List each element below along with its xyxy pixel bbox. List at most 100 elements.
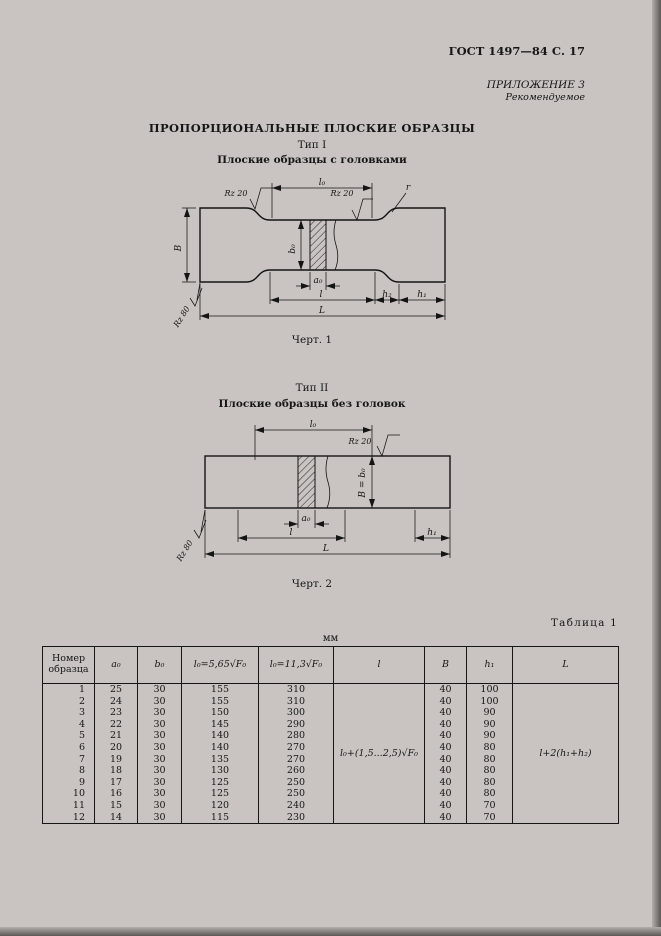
table-cell: 30 bbox=[137, 741, 182, 754]
break-line bbox=[325, 455, 331, 509]
table-cell: 30 bbox=[137, 765, 182, 777]
dimension-lines bbox=[182, 183, 446, 320]
col-header-l: l bbox=[333, 646, 425, 684]
dimension-lines bbox=[193, 425, 451, 558]
table-cell: 40 bbox=[424, 788, 467, 800]
col-header-h1: h₁ bbox=[466, 646, 513, 684]
roughness-rz80-label: Rz 80 bbox=[171, 305, 191, 330]
break-line bbox=[333, 219, 339, 271]
table-cell: 100 bbox=[466, 695, 513, 708]
table-cell: 40 bbox=[424, 765, 467, 777]
roughness-symbol-left bbox=[249, 187, 272, 211]
dim-l0-label: l₀ bbox=[310, 420, 317, 430]
scan-edge-right bbox=[652, 0, 661, 936]
table-cell: 10 bbox=[42, 788, 95, 800]
specimen-outline bbox=[199, 207, 446, 283]
table-cell: 40 bbox=[424, 741, 467, 754]
table-cell: 90 bbox=[466, 707, 513, 719]
dimension-labels: l₀ Rz 20 Rz 20 r B b₀ a₀ l h₂ h₁ L Rz 80 bbox=[171, 178, 426, 330]
table-cell: 30 bbox=[137, 811, 182, 824]
table-cell: 120 bbox=[181, 799, 259, 812]
table-cell: 16 bbox=[94, 788, 138, 800]
type2-label: Тип II bbox=[295, 382, 329, 394]
table-cell: 145 bbox=[181, 718, 259, 731]
roughness-rz20-label: Rz 20 bbox=[348, 437, 372, 446]
table-cell: 19 bbox=[94, 753, 138, 766]
dim-a0-label: a₀ bbox=[314, 276, 323, 286]
table-cell: 40 bbox=[424, 695, 467, 708]
table-cell: 300 bbox=[258, 707, 334, 719]
table-cell: 80 bbox=[466, 788, 513, 800]
table-cell: 310 bbox=[258, 695, 334, 708]
table-cell: 25 bbox=[94, 683, 138, 696]
table-cell: 9 bbox=[42, 776, 95, 789]
table-cell: 3 bbox=[42, 707, 95, 719]
annex-sublabel: Рекомендуемое bbox=[505, 92, 585, 103]
col-header-a0: a₀ bbox=[94, 646, 138, 684]
table-cell: 5 bbox=[42, 730, 95, 742]
drawing2-caption: Черт. 2 bbox=[291, 578, 333, 590]
table-cell: 290 bbox=[258, 718, 334, 731]
table-cell: 24 bbox=[94, 695, 138, 708]
specimen-outline bbox=[204, 455, 451, 509]
type1-label: Тип I bbox=[297, 139, 327, 151]
table-cell: 155 bbox=[181, 695, 259, 708]
table-unit-label: мм bbox=[322, 633, 339, 644]
col-header-L: L bbox=[512, 646, 619, 684]
table-cell: 80 bbox=[466, 776, 513, 789]
table-cell: 90 bbox=[466, 718, 513, 731]
roughness-rz20-mid-label: Rz 20 bbox=[330, 189, 354, 198]
type1-subtitle: Плоские образцы с головками bbox=[217, 154, 407, 166]
dim-h2-label: h₂ bbox=[382, 290, 392, 300]
dim-L-label: L bbox=[322, 544, 329, 554]
annex-label: ПРИЛОЖЕНИЕ 3 bbox=[486, 79, 585, 91]
col-header-b0: b₀ bbox=[137, 646, 182, 684]
table-cell: 20 bbox=[94, 741, 138, 754]
table-cell: 22 bbox=[94, 718, 138, 731]
roughness-rz80-label: Rz 80 bbox=[174, 539, 194, 564]
table-cell: 21 bbox=[94, 730, 138, 742]
table-cell: 115 bbox=[181, 811, 259, 824]
table-cell: 40 bbox=[424, 753, 467, 766]
col-header-number: Номер образца bbox=[42, 646, 95, 684]
table-cell: 30 bbox=[137, 753, 182, 766]
table-cell: 125 bbox=[181, 776, 259, 789]
table-cell: 40 bbox=[424, 683, 467, 696]
dim-l-label: l bbox=[290, 528, 293, 538]
table-cell: 150 bbox=[181, 707, 259, 719]
table-cell: 140 bbox=[181, 741, 259, 754]
table-cell: 15 bbox=[94, 799, 138, 812]
table-header: Номер образца a₀ b₀ l₀=5,65√F₀ l₀=11,3√F… bbox=[42, 646, 619, 684]
formula-cell: l+2(h₁+h₂) bbox=[512, 683, 619, 824]
table-cell: 40 bbox=[424, 718, 467, 731]
table-cell: 7 bbox=[42, 753, 95, 766]
table-cell: 17 bbox=[94, 776, 138, 789]
table-cell: 80 bbox=[466, 753, 513, 766]
roughness-symbol-top bbox=[376, 434, 400, 458]
dim-a0-label: a₀ bbox=[302, 514, 311, 524]
doc-reference: ГОСТ 1497—84 С. 17 bbox=[448, 44, 585, 58]
table-cell: 30 bbox=[137, 730, 182, 742]
table-cell: 310 bbox=[258, 683, 334, 696]
table-header-row: Номер образца a₀ b₀ l₀=5,65√F₀ l₀=11,3√F… bbox=[42, 646, 619, 684]
dim-l-label: l bbox=[320, 290, 323, 300]
type2-subtitle: Плоские образцы без головок bbox=[218, 398, 406, 410]
table-cell: 100 bbox=[466, 683, 513, 696]
table-cell: 40 bbox=[424, 799, 467, 812]
table-cell: 11 bbox=[42, 799, 95, 812]
table-cell: 230 bbox=[258, 811, 334, 824]
table-cell: 90 bbox=[466, 730, 513, 742]
r-leader-line bbox=[391, 192, 407, 213]
table-cell: 8 bbox=[42, 765, 95, 777]
formula-cell: l₀+(1,5...2,5)√F₀ bbox=[333, 683, 425, 824]
